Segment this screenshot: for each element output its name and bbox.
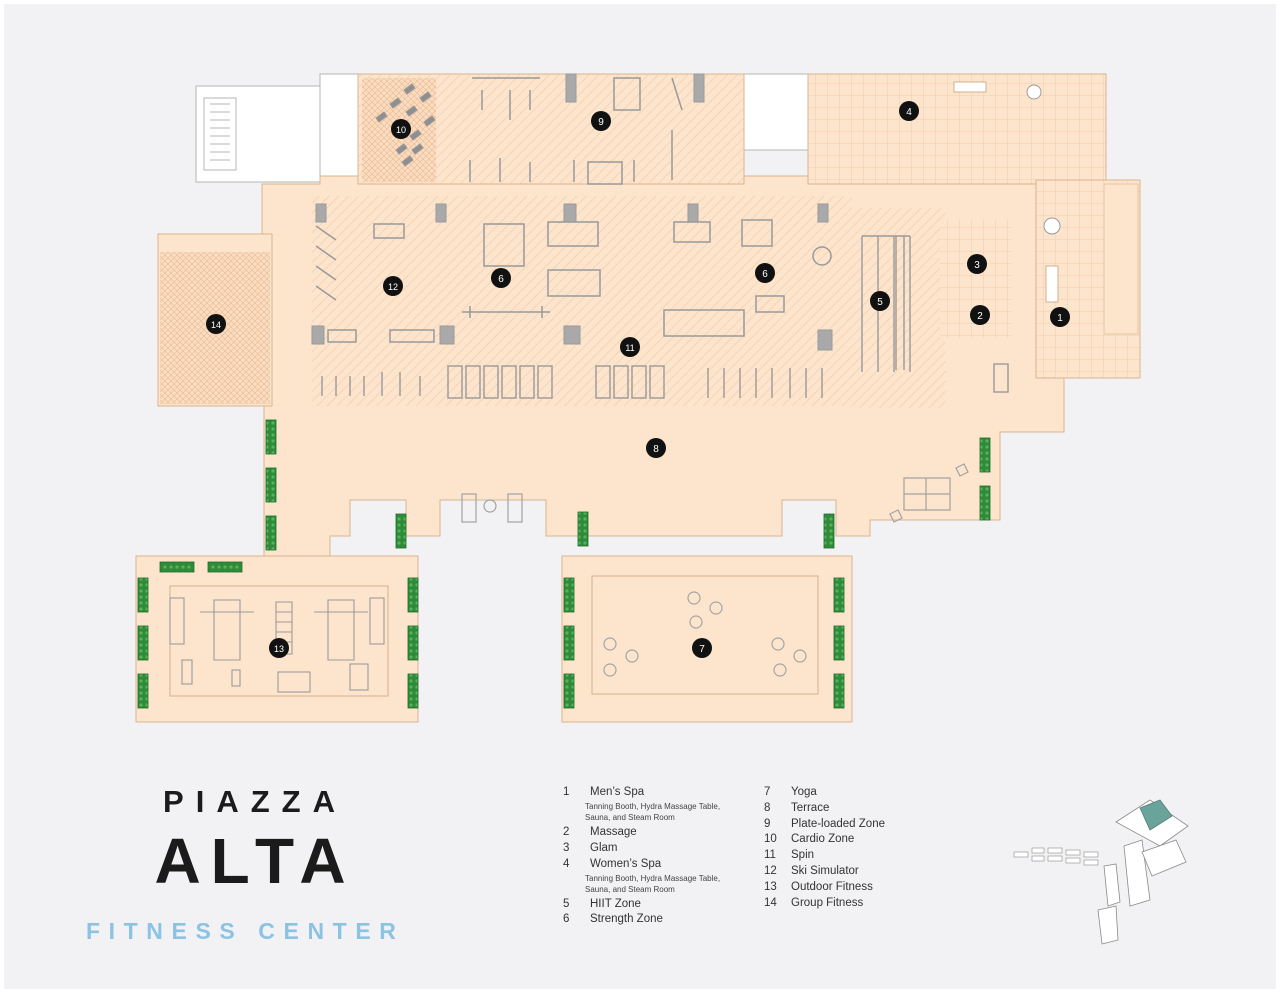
legend-label: Glam [590,841,618,854]
zone-marker-4[interactable]: 4 [899,101,919,121]
zone-label-11: 11 [625,343,634,353]
legend-item-5: 5 HIIT Zone [563,898,763,914]
legend-item-2: 2 Massage [563,826,763,842]
title-piazza: PIAZZA [163,784,347,819]
legend-column-2: 7 Yoga 8 Terrace 9 Plate-loaded Zone 10 … [764,786,964,912]
legend-label: Strength Zone [590,913,663,926]
zone-label-4: 4 [906,107,912,118]
zone-marker-10[interactable]: 10 [391,119,411,139]
legend-label: Terrace [791,801,830,814]
zone-marker-14[interactable]: 14 [206,314,226,334]
legend-number: 2 [563,826,570,838]
legend-number: 3 [563,841,570,854]
legend-detail: Tanning Booth, Hydra Massage Table, Saun… [585,873,721,894]
legend-label: HIIT Zone [590,897,641,910]
zone-marker-13[interactable]: 13 [269,638,289,658]
legend-item-13: 13 Outdoor Fitness [764,881,964,897]
zone-label-6-east: 6 [762,269,768,280]
zone-marker-2[interactable]: 2 [970,305,990,325]
zone-marker-7[interactable]: 7 [692,638,712,658]
legend-item-4: 4 Women’s Spa Tanning Booth, Hydra Massa… [563,858,763,898]
legend-number: 9 [764,817,771,830]
zone-marker-1[interactable]: 1 [1050,307,1070,327]
legend-number: 12 [764,864,777,877]
legend-label: Women’s Spa [590,857,662,870]
legend-number: 5 [563,897,570,910]
zone-label-10: 10 [396,125,406,135]
legend-item-3: 3 Glam [563,842,763,858]
legend-number: 4 [563,857,570,870]
legend-label: Ski Simulator [791,864,859,877]
legend-label: Men’s Spa [590,786,645,798]
legend-item-14: 14 Group Fitness [764,897,964,913]
zone-marker-3[interactable]: 3 [967,254,987,274]
zone-marker-5[interactable]: 5 [870,291,890,311]
zone-label-13: 13 [274,644,284,654]
legend-item-12: 12 Ski Simulator [764,865,964,881]
legend-number: 10 [764,833,777,846]
zone-markers: 1 2 3 4 5 6 6 7 8 9 10 11 12 13 14 [206,101,1070,658]
legend-label: Plate-loaded Zone [791,817,885,830]
title-alta: ALTA [154,825,356,897]
zone-label-3: 3 [974,260,980,271]
zone-marker-8[interactable]: 8 [646,438,666,458]
legend-item-11: 11 Spin [764,849,964,865]
legend-item-1: 1 Men’s Spa Tanning Booth, Hydra Massage… [563,786,763,826]
legend-item-8: 8 Terrace [764,802,964,818]
zone-marker-11[interactable]: 11 [620,337,640,357]
zone-marker-12[interactable]: 12 [383,276,403,296]
legend-item-9: 9 Plate-loaded Zone [764,818,964,834]
zone-marker-6-east[interactable]: 6 [755,263,775,283]
legend-detail: Tanning Booth, Hydra Massage Table, Saun… [585,802,721,822]
zone-marker-9[interactable]: 9 [591,111,611,131]
zone-label-7: 7 [699,644,705,655]
legend-label: Cardio Zone [791,833,855,846]
legend-number: 8 [764,801,771,814]
legend-label: Group Fitness [791,896,864,909]
legend-number: 7 [764,786,771,798]
zone-label-14: 14 [211,320,221,330]
zone-label-6: 6 [498,274,504,285]
legend-number: 14 [764,896,777,909]
zone-label-1: 1 [1057,313,1063,324]
zone-marker-6[interactable]: 6 [491,268,511,288]
legend-item-6: 6 Strength Zone [563,913,763,929]
legend-item-7: 7 Yoga [764,786,964,802]
legend-item-10: 10 Cardio Zone [764,833,964,849]
zone-label-12: 12 [388,282,398,292]
planters [137,419,991,709]
zone-label-2: 2 [977,311,983,322]
title-fitness-center: FITNESS CENTER [86,918,405,944]
legend-number: 6 [563,913,570,926]
zone-label-5: 5 [877,297,883,308]
equipment [169,73,1061,693]
legend-label: Outdoor Fitness [791,880,873,893]
zone-label-9: 9 [598,117,604,128]
legend-number: 11 [764,849,776,862]
site-locator-map [1013,799,1189,945]
legend-label: Massage [590,826,637,838]
legend-number: 13 [764,880,777,893]
legend-label: Yoga [791,786,817,798]
legend-column-1: 1 Men’s Spa Tanning Booth, Hydra Massage… [563,786,763,929]
legend-label: Spin [791,849,815,862]
legend-number: 1 [563,786,570,798]
zone-label-8: 8 [653,444,659,455]
